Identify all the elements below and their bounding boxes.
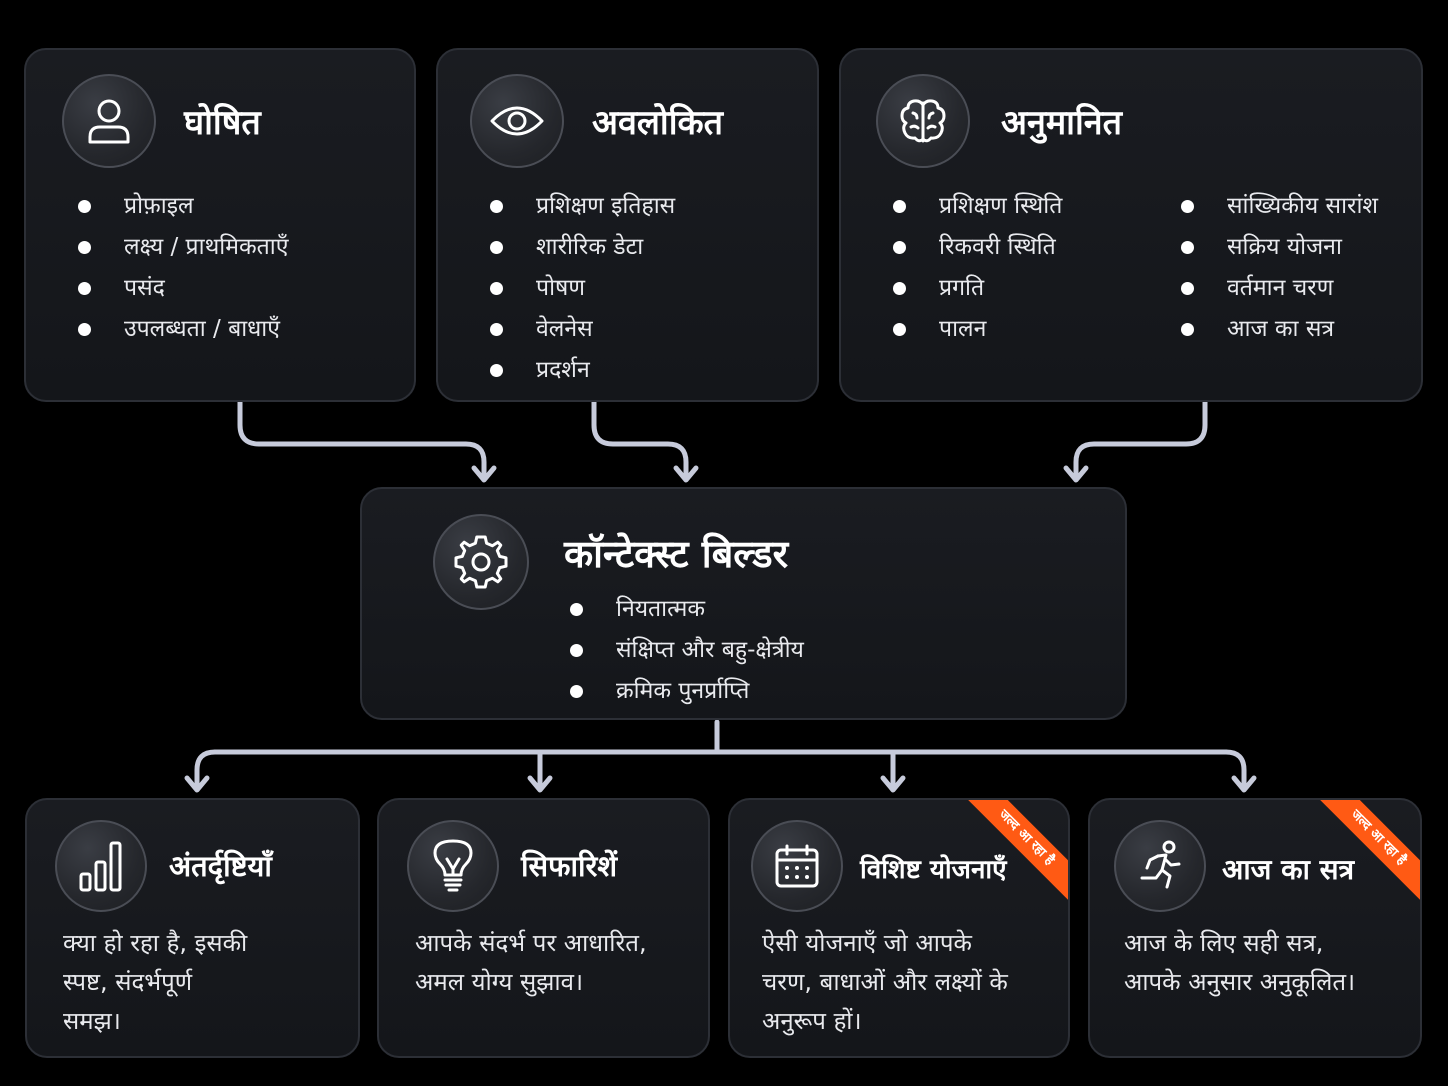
- inferred-list-right: सांख्यिकीय सारांश सक्रिय योजना वर्तमान च…: [1181, 186, 1378, 350]
- connector-observed-to-builder: [591, 399, 689, 481]
- list-item: पसंद: [78, 268, 288, 309]
- list-item: सक्रिय योजना: [1181, 227, 1378, 268]
- list-item: वेलनेस: [490, 309, 675, 350]
- brain-icon: [876, 74, 970, 168]
- list-item: रिकवरी स्थिति: [893, 227, 1062, 268]
- arrow-head-recommendations: [527, 775, 553, 793]
- declared-title: घोषित: [184, 103, 261, 143]
- observed-list: प्रशिक्षण इतिहास शारीरिक डेटा पोषण वेलने…: [490, 186, 675, 391]
- insights-card: अंतर्दृष्टियाँ क्या हो रहा है, इसकी स्पष…: [25, 798, 360, 1058]
- todays-session-card: जल्द आ रहा है आज का सत्र आज के लिए सही स…: [1088, 798, 1422, 1058]
- arrow-head-inferred: [1063, 465, 1089, 483]
- list-item: नियतात्मक: [570, 589, 804, 630]
- gear-icon: [433, 514, 529, 610]
- declared-list: प्रोफ़ाइल लक्ष्य / प्राथमिकताएँ पसंद उपल…: [78, 186, 288, 350]
- inferred-list-left: प्रशिक्षण स्थिति रिकवरी स्थिति प्रगति पा…: [893, 186, 1062, 350]
- list-item: प्रोफ़ाइल: [78, 186, 288, 227]
- inferred-card: अनुमानित प्रशिक्षण स्थिति रिकवरी स्थिति …: [839, 48, 1423, 402]
- connector-to-insights: [194, 749, 218, 791]
- recommendations-description: आपके संदर्भ पर आधारित, अमल योग्य सुझाव।: [415, 929, 647, 996]
- arrow-head-declared: [471, 465, 497, 483]
- specific-plans-title: विशिष्ट योजनाएँ: [860, 855, 1007, 885]
- user-icon: [62, 74, 156, 168]
- context-builder-card: कॉन्टेक्स्ट बिल्डर नियतात्मक संक्षिप्त औ…: [360, 487, 1127, 720]
- specific-plans-description: ऐसी योजनाएँ जो आपके चरण, बाधाओं और लक्ष्…: [762, 929, 1008, 1035]
- connector-to-today: [1223, 749, 1247, 791]
- inferred-title: अनुमानित: [1001, 103, 1123, 143]
- observed-title: अवलोकित: [592, 103, 724, 143]
- list-item: पोषण: [490, 268, 675, 309]
- list-item: आज का सत्र: [1181, 309, 1378, 350]
- todays-session-description: आज के लिए सही सत्र, आपके अनुसार अनुकूलित…: [1124, 929, 1356, 996]
- connector-inferred-to-builder: [1073, 399, 1208, 481]
- list-item: उपलब्धता / बाधाएँ: [78, 309, 288, 350]
- arrow-head-insights: [184, 775, 210, 793]
- list-item: पालन: [893, 309, 1062, 350]
- insights-description: क्या हो रहा है, इसकी स्पष्ट, संदर्भपूर्ण…: [63, 929, 248, 1035]
- list-item: लक्ष्य / प्राथमिकताएँ: [78, 227, 288, 268]
- declared-card: घोषित प्रोफ़ाइल लक्ष्य / प्राथमिकताएँ पस…: [24, 48, 416, 402]
- list-item: क्रमिक पुनर्प्राप्ति: [570, 671, 804, 712]
- recommendations-title: सिफारिशें: [521, 849, 618, 883]
- list-item: प्रशिक्षण स्थिति: [893, 186, 1062, 227]
- list-item: वर्तमान चरण: [1181, 268, 1378, 309]
- lightbulb-icon: [407, 820, 499, 912]
- eye-icon: [470, 74, 564, 168]
- arrow-head-observed: [673, 465, 699, 483]
- list-item: प्रदर्शन: [490, 350, 675, 391]
- recommendations-card: सिफारिशें आपके संदर्भ पर आधारित, अमल योग…: [377, 798, 710, 1058]
- observed-card: अवलोकित प्रशिक्षण इतिहास शारीरिक डेटा पो…: [436, 48, 819, 402]
- list-item: प्रगति: [893, 268, 1062, 309]
- connector-declared-to-builder: [237, 399, 487, 481]
- list-item: शारीरिक डेटा: [490, 227, 675, 268]
- todays-session-title: आज का सत्र: [1222, 853, 1355, 886]
- bar-chart-icon: [55, 820, 147, 912]
- list-item: प्रशिक्षण इतिहास: [490, 186, 675, 227]
- list-item: संक्षिप्त और बहु-क्षेत्रीय: [570, 630, 804, 671]
- context-builder-title: कॉन्टेक्स्ट बिल्डर: [564, 532, 789, 576]
- specific-plans-card: जल्द आ रहा है विशिष्ट योजनाएँ ऐसी योजनाए…: [728, 798, 1070, 1058]
- calendar-icon: [751, 820, 843, 912]
- context-builder-list: नियतात्मक संक्षिप्त और बहु-क्षेत्रीय क्र…: [570, 589, 804, 712]
- insights-title: अंतर्दृष्टियाँ: [169, 849, 272, 883]
- arrow-head-plans: [880, 775, 906, 793]
- list-item: सांख्यिकीय सारांश: [1181, 186, 1378, 227]
- running-person-icon: [1114, 820, 1206, 912]
- arrow-head-today: [1231, 775, 1257, 793]
